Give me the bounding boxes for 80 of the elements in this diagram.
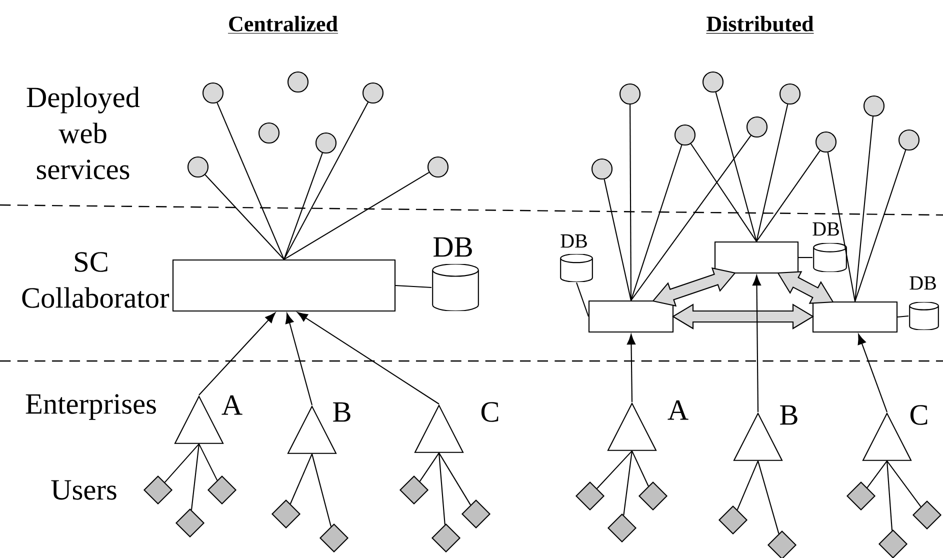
double-arrow (652, 267, 736, 307)
connector-line (630, 144, 682, 301)
service-circle (187, 156, 209, 178)
layer-label: Users (51, 480, 116, 500)
connector-line (630, 104, 632, 300)
connector-line (798, 256, 812, 258)
arrow (198, 312, 276, 396)
connector-line (284, 172, 430, 260)
connector-line (632, 450, 649, 486)
connector-line (854, 116, 874, 302)
connector-line (438, 452, 471, 506)
service-circle (315, 132, 337, 154)
connector-line (758, 460, 780, 534)
connector-line (604, 179, 632, 301)
connector-line (164, 444, 200, 483)
arrow (627, 334, 636, 402)
service-circle (674, 124, 696, 146)
service-circle (898, 129, 920, 151)
connector-line (756, 150, 820, 242)
connector-line (284, 152, 323, 260)
connector-line (886, 460, 893, 530)
enterprise-label: B (780, 405, 798, 425)
connector-line (204, 174, 284, 260)
service-circle (591, 158, 613, 180)
service-circle (619, 83, 641, 105)
connector-line (736, 460, 758, 510)
enterprise-label: A (222, 395, 242, 415)
layer-label: Deployed web services (26, 86, 140, 180)
connector-line (623, 450, 633, 516)
connector-line (854, 150, 906, 302)
connector-line (886, 460, 922, 507)
connector-line (898, 315, 909, 318)
connector-line (596, 450, 632, 489)
connector-line (866, 460, 888, 488)
connector-line (290, 454, 312, 504)
connector-line (419, 452, 440, 482)
connector-line (198, 444, 218, 481)
arrow (297, 312, 440, 404)
enterprise-label: A (668, 400, 688, 420)
connector-line (284, 102, 368, 260)
connector-line (715, 92, 758, 242)
service-circle (287, 71, 309, 93)
enterprise-label: B (333, 402, 350, 422)
arrow (752, 275, 761, 412)
service-circle (427, 156, 449, 178)
service-circle (746, 116, 768, 138)
service-circle (362, 82, 384, 104)
db-label: DB (812, 222, 839, 236)
connector-line (630, 135, 752, 301)
collaborator-box (812, 301, 898, 333)
enterprise-label: C (481, 402, 498, 422)
connector-line (190, 444, 200, 510)
collaborator-box (714, 241, 799, 274)
db-label: DB (910, 276, 936, 290)
collaborator-box (588, 300, 674, 333)
service-circle (779, 83, 801, 105)
db-label: DB (560, 234, 587, 248)
layer-label: Enterprises (26, 394, 156, 420)
service-circle (702, 71, 724, 93)
connector-line (690, 143, 757, 242)
connector-line (438, 452, 446, 525)
enterprise-label: C (910, 405, 928, 425)
connector-line (756, 104, 788, 242)
connector-line (827, 152, 856, 302)
connector-line (396, 284, 432, 288)
connector-line (216, 102, 284, 260)
db-label: DB (433, 237, 472, 257)
connector-line (311, 454, 332, 527)
heading: Distributed (706, 16, 814, 34)
arrow (285, 313, 313, 406)
service-circle (258, 122, 280, 144)
service-circle (202, 82, 224, 104)
heading: Centralized (228, 16, 338, 34)
connector-line (576, 282, 589, 317)
service-circle (863, 95, 885, 117)
collaborator-box (172, 259, 396, 312)
arrow (858, 334, 888, 412)
layer-label: SC Collaborator (22, 252, 170, 308)
service-circle (815, 131, 837, 153)
double-arrow (777, 271, 834, 304)
